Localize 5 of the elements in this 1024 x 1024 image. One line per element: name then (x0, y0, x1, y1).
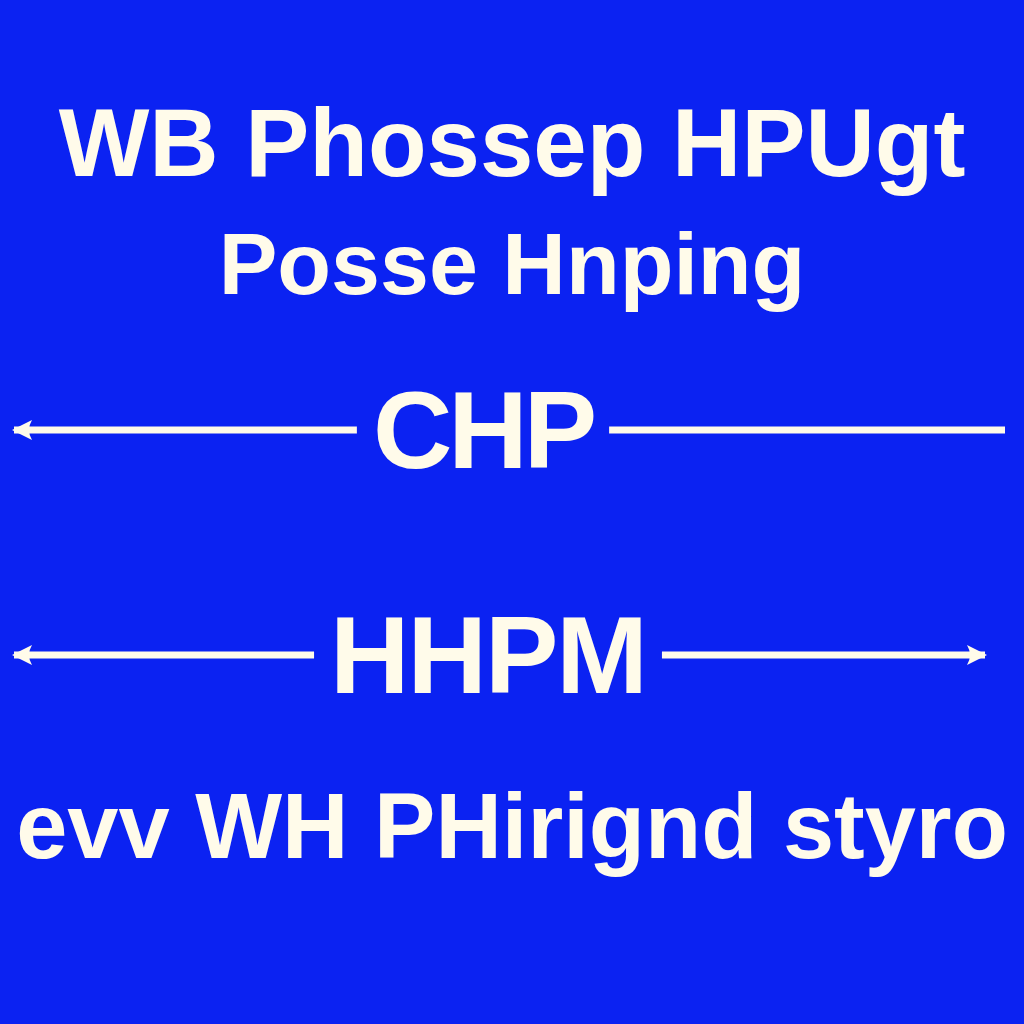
text-line: WB Phossep HPUgt (58, 89, 966, 196)
heading-text: CHP (364, 375, 602, 485)
text-line: evv WH PHirignd styro (16, 775, 1008, 877)
text-line: Posse Hnping (218, 214, 806, 313)
heading-text: HHPM (322, 600, 654, 710)
